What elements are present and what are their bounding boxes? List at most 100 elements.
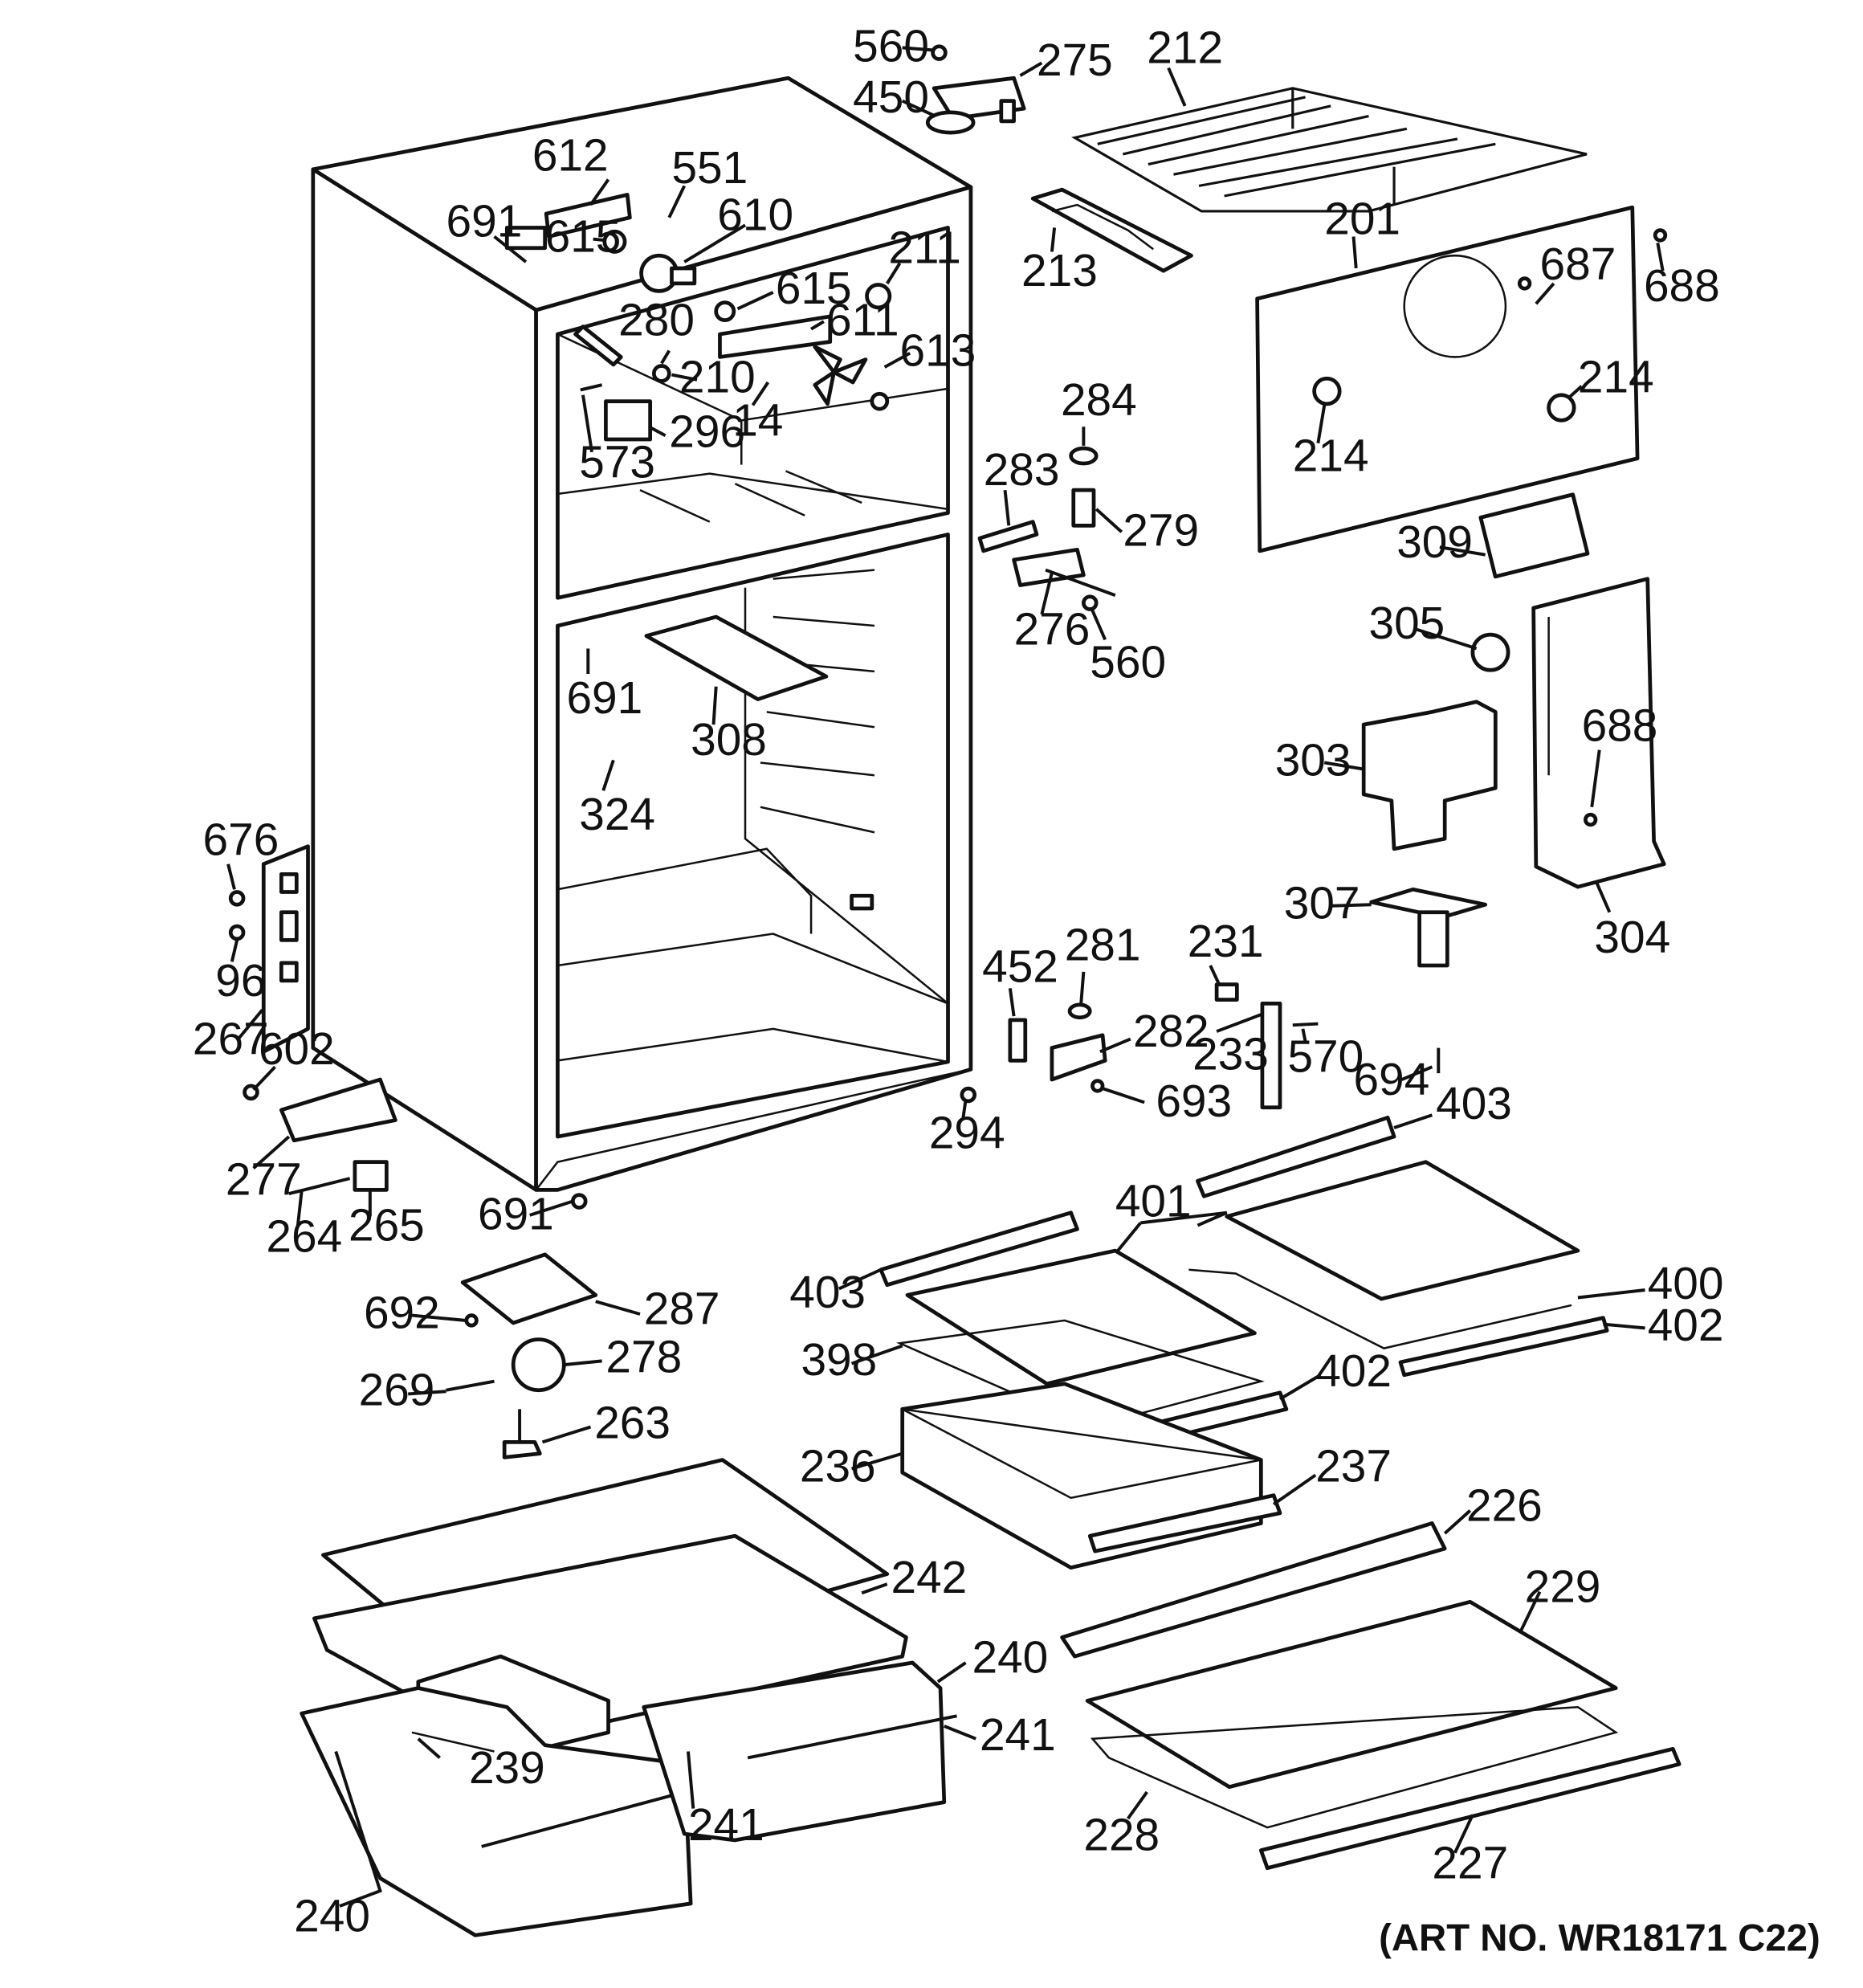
- part-number: 96: [215, 956, 266, 1006]
- part-number: 693: [1156, 1076, 1232, 1127]
- part-number: 296: [669, 406, 745, 457]
- part-number: 226: [1466, 1480, 1543, 1531]
- part-number: 613: [900, 325, 976, 376]
- part-number: 692: [364, 1288, 440, 1338]
- part-number: 239: [469, 1743, 545, 1794]
- part-number: 402: [1648, 1300, 1724, 1351]
- label-plate: [1478, 492, 1590, 579]
- part-number: 201: [1324, 194, 1400, 244]
- part-number: 398: [801, 1335, 877, 1386]
- lower-hinge-assembly: [446, 1252, 598, 1459]
- part-number: 277: [226, 1155, 302, 1206]
- part-number: 14: [732, 395, 783, 446]
- part-number: 210: [679, 353, 756, 403]
- ice-tray: [1030, 187, 1193, 273]
- part-number: 402: [1315, 1346, 1392, 1397]
- meat-pan-cover: [644, 614, 829, 701]
- part-number: 281: [1065, 921, 1141, 971]
- glass-shelves: [879, 1116, 1609, 1570]
- part-number: 615: [776, 263, 852, 314]
- part-number: 240: [972, 1633, 1049, 1684]
- freezer-wire-shelf: [1071, 87, 1588, 213]
- part-number: 452: [982, 942, 1058, 993]
- part-number: 237: [1315, 1441, 1392, 1492]
- roller-assembly: [279, 1077, 588, 1210]
- part-number: 227: [1432, 1838, 1508, 1888]
- part-number: 305: [1368, 598, 1445, 649]
- part-number: 573: [579, 437, 655, 488]
- part-number: 214: [1293, 431, 1369, 481]
- top-hinge: [925, 44, 1026, 135]
- part-number: 279: [1123, 506, 1199, 557]
- part-number: 278: [605, 1333, 682, 1383]
- part-number: 240: [294, 1892, 370, 1942]
- part-number: 403: [789, 1268, 866, 1318]
- part-number: 687: [1540, 239, 1616, 290]
- part-number: 688: [1582, 701, 1658, 752]
- part-number: 611: [826, 296, 899, 346]
- part-number: 242: [891, 1553, 967, 1603]
- part-number: 264: [266, 1212, 342, 1263]
- part-number: 241: [980, 1710, 1056, 1761]
- refrigerator-cabinet: [311, 76, 973, 1192]
- part-number: 280: [618, 296, 695, 346]
- part-number: 236: [800, 1441, 876, 1492]
- part-number: 231: [1188, 916, 1264, 967]
- art-number: (ART NO. WR18171 C22): [1379, 1917, 1820, 1959]
- part-number: 303: [1275, 735, 1351, 786]
- lower-hinge-bracket: [228, 844, 310, 1101]
- part-number: 612: [532, 130, 609, 181]
- part-number: 615: [545, 211, 622, 262]
- part-number: 228: [1083, 1810, 1160, 1861]
- lower-glass-shelf: [1060, 1521, 1682, 1871]
- center-mullion-parts: [1008, 1002, 1107, 1093]
- control-housing: [1361, 577, 1666, 968]
- crisper-assembly: [300, 1458, 957, 1937]
- part-number: 229: [1525, 1561, 1601, 1612]
- freezer-back-panel: [1255, 205, 1668, 553]
- part-number: 307: [1284, 879, 1360, 929]
- part-labels: 560 275 450 212 612 551 610 691 615 211 …: [193, 22, 1820, 1960]
- part-number: 560: [853, 22, 929, 72]
- part-number: 287: [644, 1284, 720, 1335]
- part-number: 401: [1115, 1176, 1192, 1227]
- part-number: 283: [984, 445, 1060, 496]
- part-number: 450: [853, 72, 929, 123]
- part-number: 403: [1436, 1079, 1512, 1129]
- leader-lines: [226, 46, 1665, 1908]
- part-number: 263: [594, 1398, 671, 1449]
- part-number: 560: [1090, 638, 1166, 688]
- part-number: 688: [1644, 261, 1720, 312]
- center-hinge-parts: [977, 446, 1116, 611]
- part-number: 324: [579, 790, 655, 840]
- part-number: 275: [1037, 35, 1113, 86]
- part-number: 233: [1192, 1029, 1269, 1080]
- part-number: 282: [1133, 1006, 1209, 1057]
- part-number: 211: [888, 223, 961, 274]
- plug: [960, 1086, 977, 1104]
- part-number: 602: [259, 1024, 335, 1075]
- part-number: 267: [193, 1014, 269, 1064]
- part-number: 308: [691, 715, 767, 765]
- part-number: 691: [566, 673, 642, 724]
- part-number: 214: [1578, 353, 1654, 403]
- part-number: 400: [1648, 1259, 1724, 1309]
- part-number: 269: [359, 1365, 435, 1416]
- part-number: 610: [717, 190, 793, 241]
- part-number: 676: [203, 815, 279, 866]
- part-number: 241: [688, 1800, 764, 1851]
- part-number: 691: [446, 197, 523, 247]
- part-number: 276: [1014, 605, 1090, 655]
- part-number: 304: [1594, 912, 1670, 963]
- part-number: 212: [1147, 22, 1223, 73]
- freezer-controls: [504, 193, 892, 442]
- part-number: 551: [671, 143, 748, 194]
- part-number: 284: [1061, 375, 1137, 426]
- part-number: 294: [929, 1108, 1005, 1158]
- shelf-rail-parts: [1214, 982, 1441, 1110]
- part-number: 213: [1021, 246, 1098, 296]
- part-number: 570: [1287, 1032, 1364, 1083]
- part-number: 694: [1354, 1055, 1430, 1105]
- part-number: 265: [349, 1200, 425, 1251]
